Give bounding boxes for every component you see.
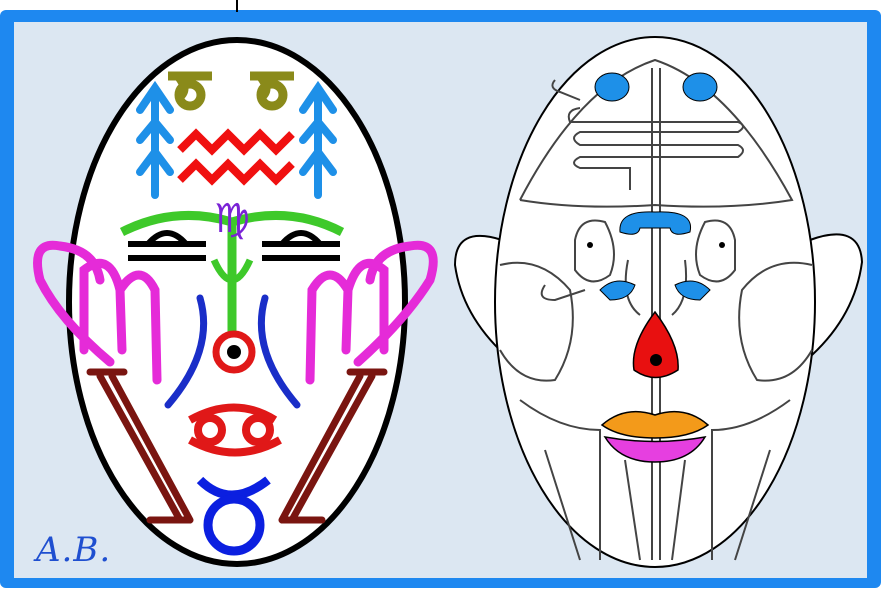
organ-blue-left-top — [595, 73, 629, 101]
virgo-icon: ♍ — [214, 196, 250, 242]
right-face-outline — [495, 37, 815, 567]
author-signature: A.B. — [36, 530, 111, 570]
right-face-right-pupil — [719, 242, 725, 248]
nose-dot — [227, 345, 241, 359]
organ-blue-right-top — [683, 73, 717, 101]
organ-nose-dot — [650, 354, 662, 366]
right-face-left-pupil — [587, 242, 593, 248]
